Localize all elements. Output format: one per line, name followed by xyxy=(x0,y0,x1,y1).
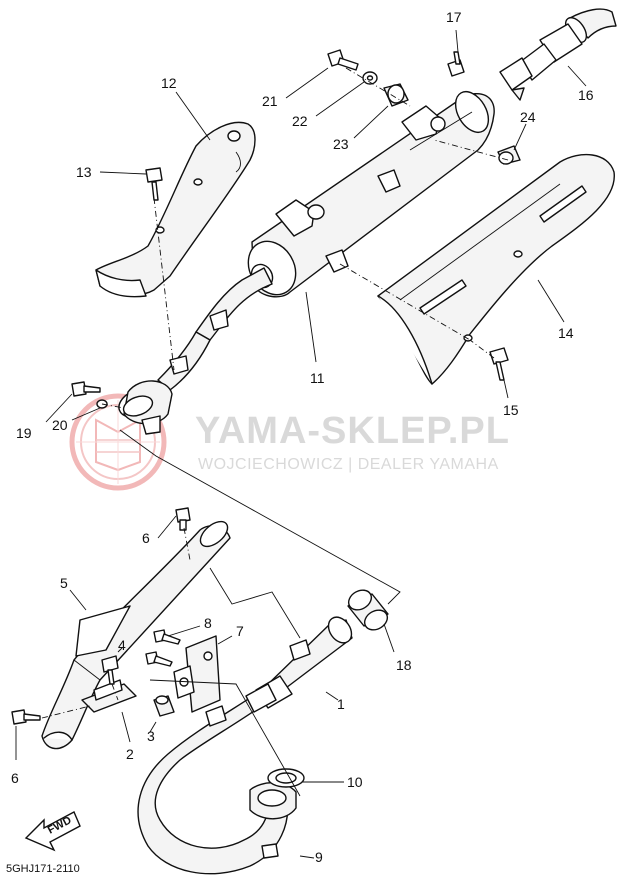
callout-5: 5 xyxy=(60,575,68,591)
callout-labels: 1 2 3 4 5 6 6 7 8 9 10 11 12 13 14 15 16… xyxy=(11,9,594,865)
fwd-arrow: FWD xyxy=(24,811,81,852)
callout-24: 24 xyxy=(520,109,536,125)
callout-18: 18 xyxy=(396,657,412,673)
callout-23: 23 xyxy=(333,136,349,152)
part-1-exhaust-pipe xyxy=(137,616,353,875)
part-3-collar xyxy=(153,695,175,717)
fasteners xyxy=(71,49,521,409)
part-8-bolts xyxy=(145,629,181,667)
callout-7: 7 xyxy=(236,623,244,639)
part-6-bolts xyxy=(11,507,191,725)
leader-lines xyxy=(15,29,587,859)
watermark-title: YAMA-SKLEP.PL xyxy=(195,410,510,452)
watermark-subtitle: WOJCIECHOWICZ | DEALER YAMAHA xyxy=(198,456,499,473)
part-11-muffler xyxy=(118,91,495,435)
callout-10: 10 xyxy=(347,774,363,790)
part-4-bolt xyxy=(101,655,119,685)
watermark: YAMA-SKLEP.PL WOJCIECHOWICZ | DEALER YAM… xyxy=(69,393,510,491)
part-5-exhaust-protector xyxy=(41,520,231,750)
callout-3: 3 xyxy=(147,728,155,744)
callout-4: 4 xyxy=(118,637,126,653)
callout-6-top: 6 xyxy=(142,530,150,546)
watermark-logo xyxy=(69,393,167,491)
callout-14: 14 xyxy=(558,325,574,341)
callout-1: 1 xyxy=(337,696,345,712)
callout-11: 11 xyxy=(310,370,325,386)
callout-19: 19 xyxy=(16,425,32,441)
callout-21: 21 xyxy=(262,93,278,109)
callout-8: 8 xyxy=(204,615,212,631)
callout-20: 20 xyxy=(52,417,68,433)
callout-16: 16 xyxy=(578,87,594,103)
callout-15: 15 xyxy=(503,402,519,418)
callout-2: 2 xyxy=(126,746,134,762)
callout-12: 12 xyxy=(161,75,177,91)
callout-22: 22 xyxy=(292,113,308,129)
diagram-code: 5GHJ171-2110 xyxy=(6,863,80,875)
part-18-joint xyxy=(347,589,389,631)
part-12-heat-protector xyxy=(95,121,256,298)
callout-17: 17 xyxy=(446,9,462,25)
assembly-lines xyxy=(41,67,509,797)
part-7-bracket xyxy=(173,635,221,713)
part-14-heat-protector-rear xyxy=(377,153,615,385)
part-16-tail-cap xyxy=(499,8,617,101)
callout-6-bottom: 6 xyxy=(11,770,19,786)
callout-9: 9 xyxy=(315,849,323,865)
callout-13: 13 xyxy=(76,164,92,180)
